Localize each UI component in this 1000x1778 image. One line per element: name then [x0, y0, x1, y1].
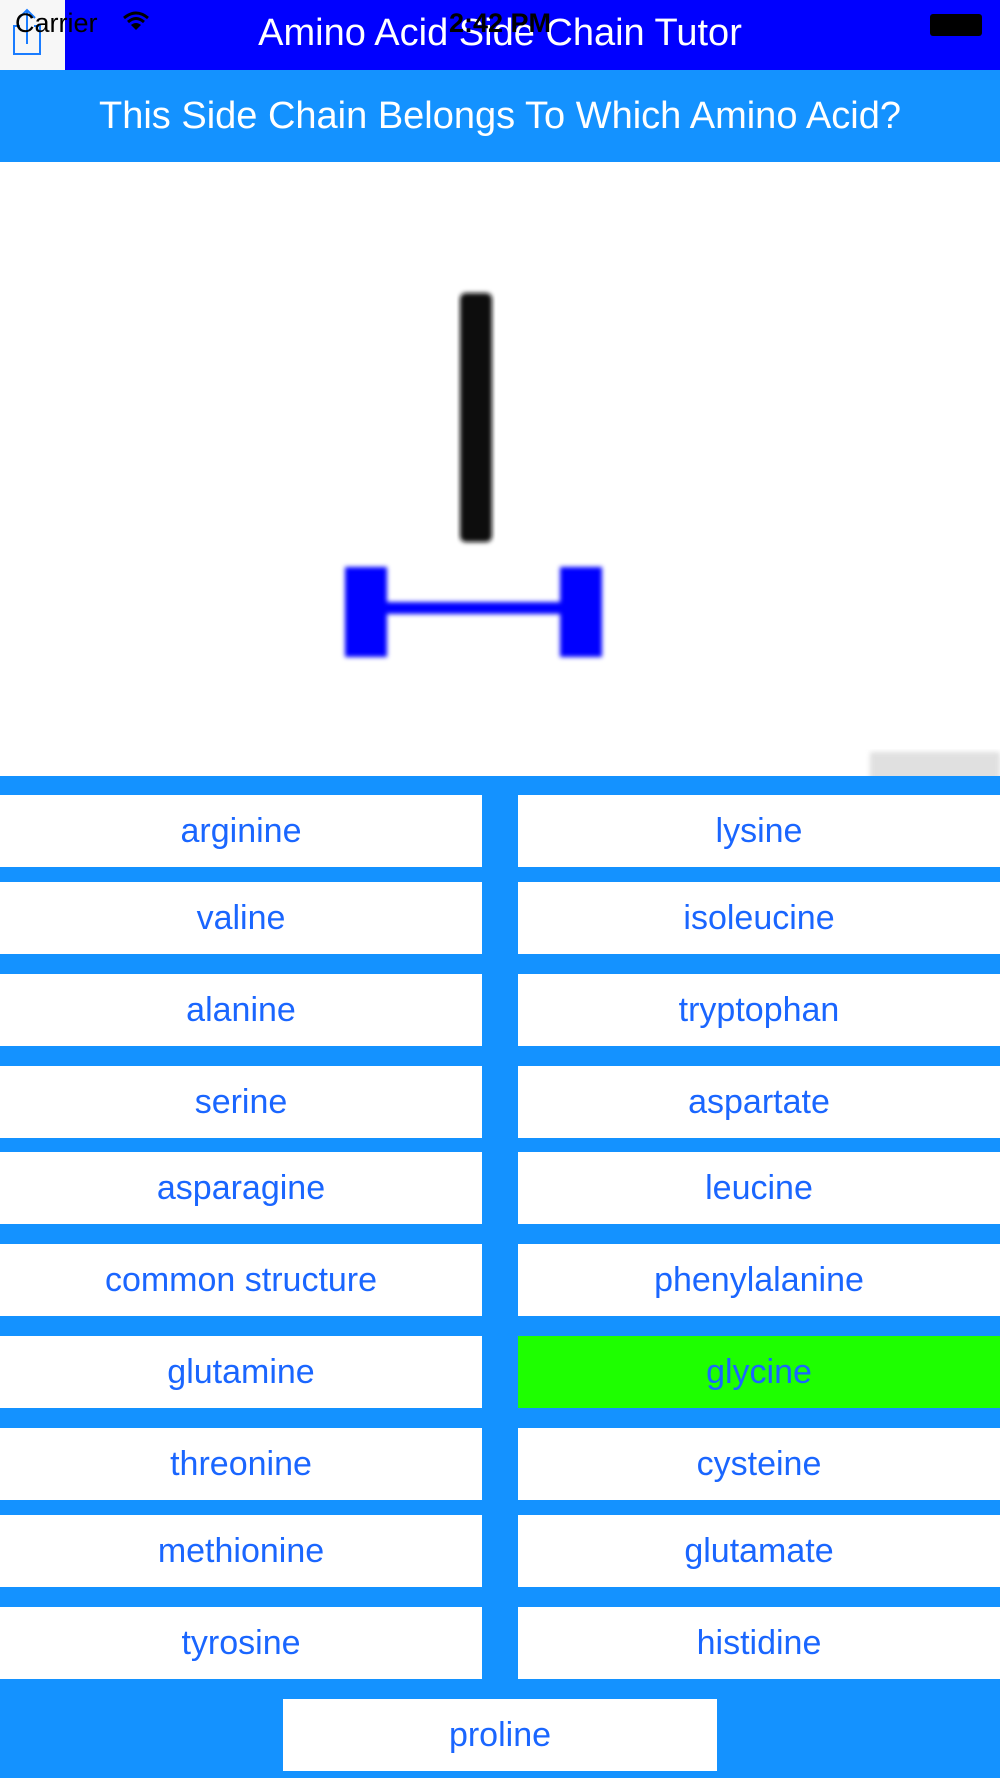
answer-button-asparagine[interactable]: asparagine [0, 1152, 482, 1224]
carrier-label: Carrier [15, 8, 98, 38]
status-time: 2:42 PM [448, 8, 552, 38]
share-button[interactable] [0, 0, 65, 70]
navigation-bar: Amino Acid Side Chain Tutor Carrier 2:42… [0, 0, 1000, 70]
answer-button-tryptophan[interactable]: tryptophan [518, 974, 1000, 1046]
answer-button-serine[interactable]: serine [0, 1066, 482, 1138]
answer-button-proline[interactable]: proline [283, 1699, 717, 1771]
answer-button-common-structure[interactable]: common structure [0, 1244, 482, 1316]
answer-button-lysine[interactable]: lysine [518, 795, 1000, 867]
side-chain-image [0, 162, 1000, 776]
answer-button-cysteine[interactable]: cysteine [518, 1428, 1000, 1500]
share-icon [13, 8, 41, 55]
wifi-icon [122, 10, 150, 39]
answer-button-phenylalanine[interactable]: phenylalanine [518, 1244, 1000, 1316]
answer-button-leucine[interactable]: leucine [518, 1152, 1000, 1224]
bond-line [460, 293, 492, 542]
answer-button-valine[interactable]: valine [0, 882, 482, 954]
answer-button-tyrosine[interactable]: tyrosine [0, 1607, 482, 1679]
answer-button-glutamate[interactable]: glutamate [518, 1515, 1000, 1587]
answer-button-alanine[interactable]: alanine [0, 974, 482, 1046]
answer-button-threonine[interactable]: threonine [0, 1428, 482, 1500]
answer-button-arginine[interactable]: arginine [0, 795, 482, 867]
answer-button-histidine[interactable]: histidine [518, 1607, 1000, 1679]
answer-button-aspartate[interactable]: aspartate [518, 1066, 1000, 1138]
question-label: This Side Chain Belongs To Which Amino A… [0, 70, 1000, 162]
battery-icon [930, 14, 982, 36]
answer-button-glycine[interactable]: glycine [518, 1336, 1000, 1408]
answer-button-methionine[interactable]: methionine [0, 1515, 482, 1587]
hydrogen-atom-h [345, 567, 602, 657]
answer-button-isoleucine[interactable]: isoleucine [518, 882, 1000, 954]
answer-button-glutamine[interactable]: glutamine [0, 1336, 482, 1408]
app-title: Amino Acid Side Chain Tutor [258, 12, 742, 54]
